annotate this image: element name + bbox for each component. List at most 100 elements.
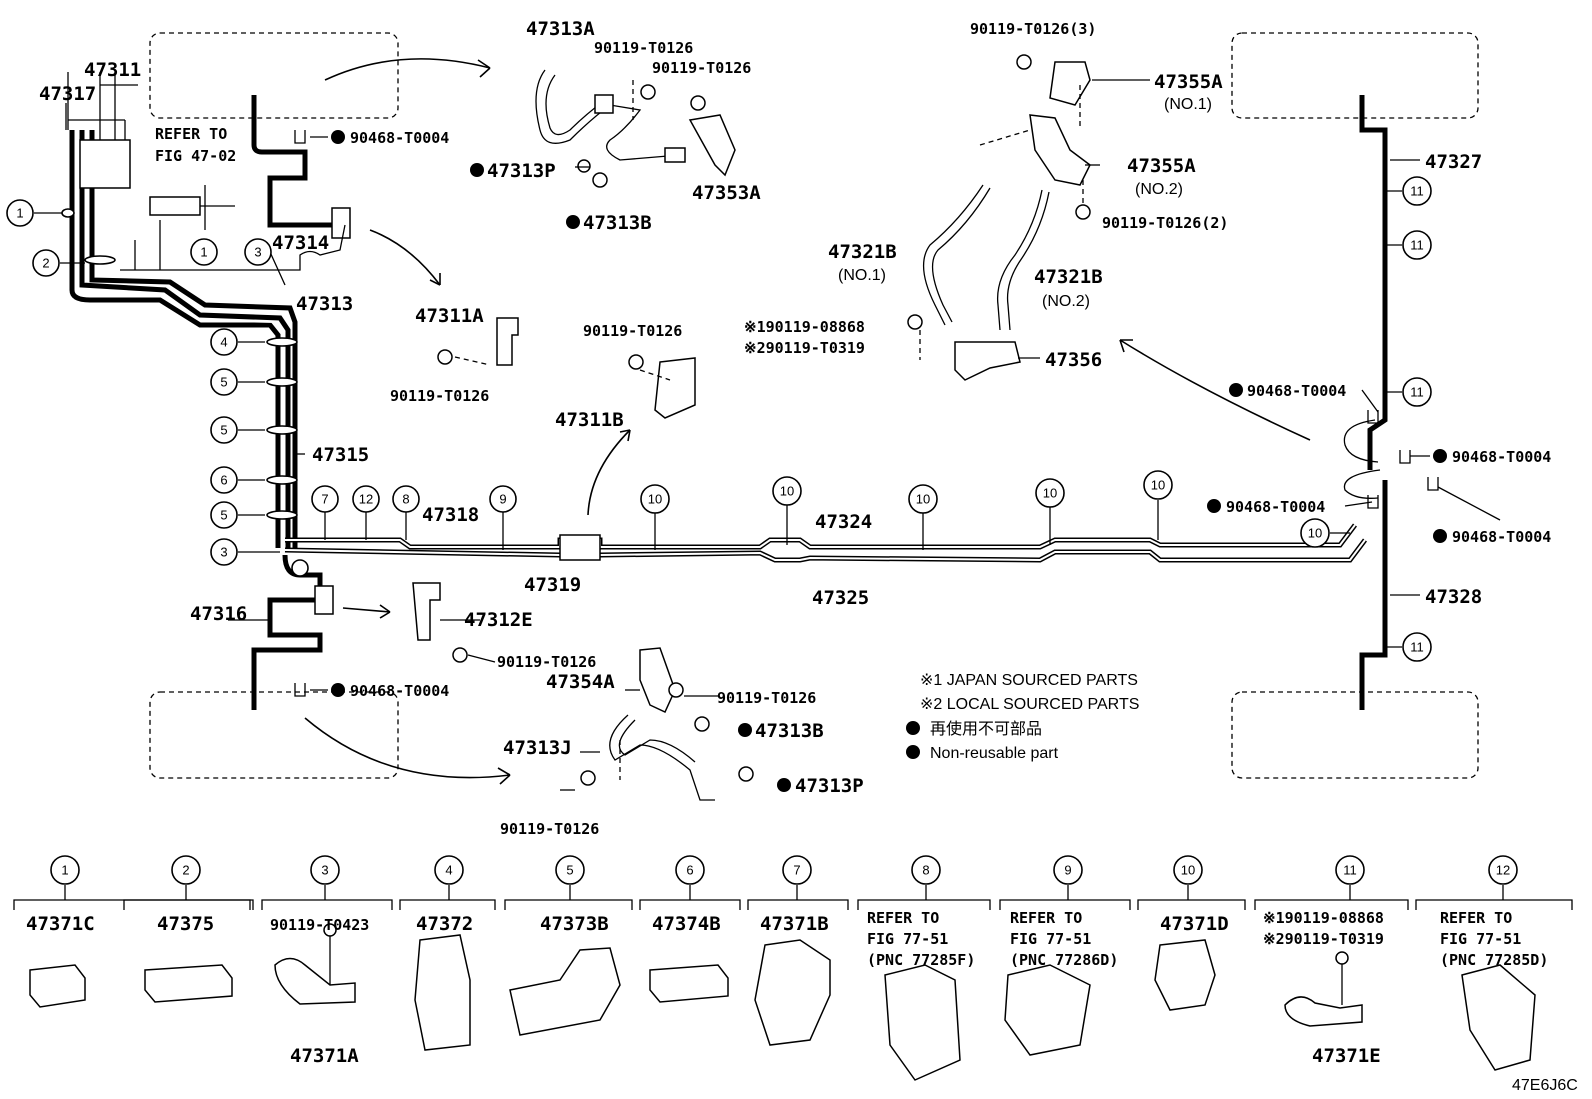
label-90468-bottom: 90468-T0004	[350, 682, 449, 700]
callout-5c: 5	[210, 501, 238, 529]
legend-callout-number: 3	[321, 863, 328, 878]
label-90119-354A: 90119-T0126	[717, 689, 816, 707]
legend: 147371C247375390119-T042347371A447372547…	[26, 855, 1548, 1067]
proportioning-valve	[149, 196, 201, 216]
svg-text:3: 3	[220, 545, 227, 560]
label-47317: 47317	[39, 83, 96, 105]
callout-5a: 5	[210, 368, 238, 396]
bundle-clips	[61, 208, 298, 520]
tube-bundle-left	[67, 72, 351, 710]
figure-id: 47E6J6C	[1512, 1077, 1578, 1094]
rear-brake-lines	[1343, 95, 1388, 710]
note-nonreuse-jp: 再使用不可部品	[930, 720, 1042, 738]
main-brake-lines	[284, 523, 1367, 563]
svg-text:7: 7	[321, 492, 328, 507]
legend-callout-1	[50, 855, 80, 885]
legend-text: ※290119-T0319	[1263, 930, 1384, 948]
label-47318: 47318	[422, 504, 479, 526]
label-47311B: 47311B	[555, 409, 624, 431]
svg-text:10: 10	[780, 484, 794, 499]
legend-callout-number: 9	[1064, 863, 1071, 878]
label-47313B-top: 47313B	[583, 212, 652, 234]
label-47327: 47327	[1425, 151, 1482, 173]
label-no1-a: (NO.1)	[1164, 96, 1212, 113]
legend-text: 47374B	[652, 913, 721, 935]
legend-text: ※190119-08868	[1263, 909, 1384, 927]
label-47313A: 47313A	[526, 18, 595, 40]
callout-10a: 10	[640, 484, 670, 514]
hose-47313A-group	[535, 69, 736, 188]
note-local: ※2 LOCAL SOURCED PARTS	[920, 696, 1139, 713]
svg-text:3: 3	[254, 245, 261, 260]
svg-text:6: 6	[220, 473, 227, 488]
legend-text: 90119-T0423	[270, 916, 369, 934]
label-fig-47-02: FIG 47-02	[155, 147, 236, 165]
legend-bottom-label: 47371A	[290, 1045, 359, 1067]
label-no2-b: (NO.2)	[1042, 293, 1090, 310]
note-japan: ※1 JAPAN SOURCED PARTS	[920, 672, 1138, 689]
label-47313: 47313	[296, 293, 353, 315]
callout-12: 12	[352, 485, 380, 513]
label-no1-b: (NO.1)	[838, 267, 886, 284]
label-47355A-no1: 47355A	[1154, 71, 1223, 93]
legend-callout-number: 1	[61, 863, 68, 878]
legend-text: 47371D	[1160, 913, 1229, 935]
label-90119-T0126-3: 90119-T0126(3)	[970, 20, 1096, 38]
ref-box-bottom-left	[149, 691, 399, 779]
callout-1-valve: 1	[190, 238, 218, 266]
legend-parts	[29, 923, 1536, 1081]
leader-lines	[34, 79, 1501, 791]
svg-text:11: 11	[1410, 385, 1424, 400]
legend-text: REFER TO	[1440, 909, 1512, 927]
note-nonreuse-en: Non-reusable part	[930, 745, 1059, 762]
legend-text: (PNC 77285F)	[867, 951, 975, 969]
label-no2-a: (NO.2)	[1135, 181, 1183, 198]
ref-box-top-right	[1231, 32, 1479, 119]
label-47353A: 47353A	[692, 182, 761, 204]
callout-10c: 10	[908, 484, 938, 514]
legend-text: FIG 77-51	[1010, 930, 1091, 948]
label-90119-313J: 90119-T0126	[500, 820, 599, 838]
legend-callout-6	[675, 855, 705, 885]
legend-bottom-label: 47371E	[1312, 1045, 1381, 1067]
legend-callout-10	[1173, 855, 1203, 885]
label-47328: 47328	[1425, 586, 1482, 608]
label-90468-r3: 90468-T0004	[1226, 498, 1325, 516]
label-90119-T0126-2: 90119-T0126(2)	[1102, 214, 1228, 232]
legend-callout-12	[1488, 855, 1518, 885]
label-47325: 47325	[812, 587, 869, 609]
legend-text: REFER TO	[1010, 909, 1082, 927]
label-47315: 47315	[312, 444, 369, 466]
svg-text:10: 10	[1308, 526, 1322, 541]
ref-box-top-left	[149, 32, 399, 119]
nonreuse-dot-jp	[906, 721, 920, 735]
label-47355A-no2: 47355A	[1127, 155, 1196, 177]
label-90119-311A: 90119-T0126	[390, 387, 489, 405]
legend-text: 47371B	[760, 913, 829, 935]
svg-text:11: 11	[1410, 238, 1424, 253]
label-refer-to: REFER TO	[155, 125, 227, 143]
legend-text: REFER TO	[867, 909, 939, 927]
svg-text:1: 1	[16, 206, 23, 221]
hose-47321B-group	[907, 54, 1091, 381]
legend-callout-4	[434, 855, 464, 885]
label-47314: 47314	[272, 232, 329, 254]
svg-text:10: 10	[1043, 486, 1057, 501]
clip-markers	[294, 130, 1439, 697]
junction-block	[79, 139, 131, 189]
legend-callout-7	[782, 855, 812, 885]
legend-callout-number: 7	[793, 863, 800, 878]
callout-1-left: 1	[6, 199, 34, 227]
legend-callout-2	[171, 855, 201, 885]
callout-11b: 11	[1402, 230, 1432, 260]
svg-text:10: 10	[648, 492, 662, 507]
hose-47313J-group	[580, 647, 754, 801]
notes: ※1 JAPAN SOURCED PARTS ※2 LOCAL SOURCED …	[920, 672, 1139, 762]
legend-text: (PNC 77285D)	[1440, 951, 1548, 969]
label-47313P-top: 47313P	[487, 160, 556, 182]
